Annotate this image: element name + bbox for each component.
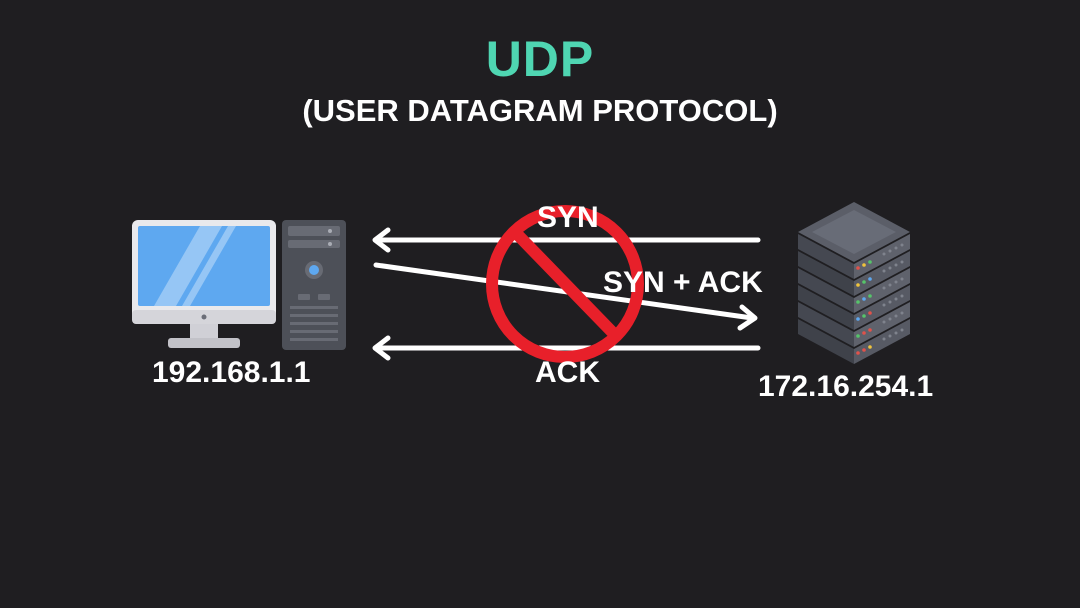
server-vent [888,300,892,304]
server-vent [900,294,904,298]
server-vent [888,266,892,270]
arrows [372,227,761,361]
server-unit-side [798,268,854,313]
ack-label: ACK [535,356,600,389]
server-led [868,260,872,264]
server-unit-side [798,285,854,330]
server-ip: 172.16.254.1 [758,370,934,403]
syn-ack-label: SYN + ACK [603,266,763,299]
server-vent [882,286,886,290]
server-vent [894,314,898,318]
server-vent [900,277,904,281]
server-vent [888,317,892,321]
server-vent [888,334,892,338]
server-unit-front [854,268,910,313]
diagram-subtitle: (USER DATAGRAM PROTOCOL) [302,93,778,128]
server-unit-front [854,285,910,330]
server-vent [882,337,886,341]
server-led [856,300,860,304]
server-vent [882,252,886,256]
server-led [868,294,872,298]
server-vent [888,249,892,253]
diagram-title: UDP [485,31,595,87]
server-led [856,334,860,338]
server-vent [894,263,898,267]
syn-arrow-head [372,227,391,253]
server-unit-side [798,234,854,279]
server-unit-front [854,319,910,364]
ack-arrow-head [372,335,391,361]
server-led [868,311,872,315]
server-led [862,314,866,318]
server-led [868,328,872,332]
syn-label: SYN [537,201,599,234]
server-unit-side [798,251,854,296]
server-unit-front [854,302,910,347]
server-unit-front [854,251,910,296]
server-vent [888,283,892,287]
server-led [868,345,872,349]
server-rack-icon [798,202,910,364]
server-led [862,331,866,335]
server-vent [900,328,904,332]
syn-ack-arrow-line [373,262,755,321]
server-unit-side [798,302,854,347]
server-vent [882,303,886,307]
server-led [856,351,860,355]
server-vent [894,246,898,250]
server-led [868,277,872,281]
desktop-computer-icon [132,220,346,350]
server-led [856,266,860,270]
server-vent [900,243,904,247]
server-unit-front [854,234,910,279]
server-led [856,283,860,287]
server-led [862,263,866,267]
client-ip: 192.168.1.1 [152,356,311,389]
server-vent [882,269,886,273]
server-led [862,348,866,352]
server-vent [894,297,898,301]
server-vent [900,311,904,315]
server-vent [900,260,904,264]
server-led [856,317,860,321]
server-led [862,297,866,301]
no-sign-icon [486,205,644,363]
server-vent [894,280,898,284]
server-vent [882,320,886,324]
server-unit-side [798,319,854,364]
server-led [862,280,866,284]
server-vent [894,331,898,335]
syn-ack-arrow-head [737,304,758,331]
